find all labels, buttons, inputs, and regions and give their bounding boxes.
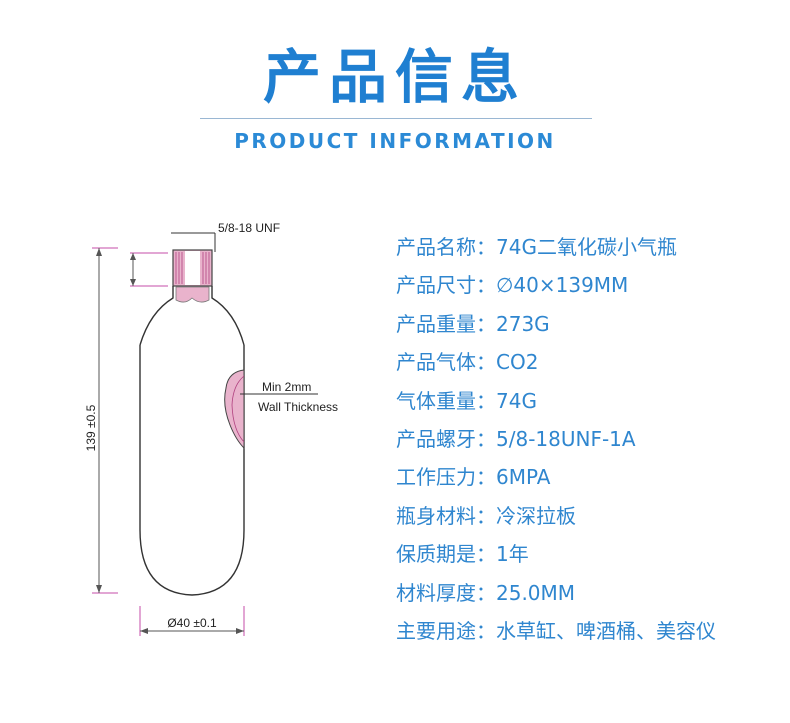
- spec-value: 1年: [496, 542, 529, 567]
- spec-label: 气体重量: [396, 388, 476, 413]
- spec-value: ∅40×139MM: [496, 273, 629, 298]
- wall-label-thickness: Wall Thickness: [258, 400, 338, 414]
- thread-label: 5/8-18 UNF: [218, 221, 280, 235]
- spec-value: 5/8-18UNF-1A: [496, 426, 636, 451]
- spec-row: 工作压力：6MPA: [396, 458, 716, 496]
- spec-row: 瓶身材料：冷深拉板: [396, 497, 716, 535]
- spec-label: 保质期是: [396, 542, 476, 567]
- spec-value: 冷深拉板: [496, 503, 576, 528]
- spec-value: 273G: [496, 311, 550, 336]
- spec-value: 74G: [496, 388, 537, 413]
- spec-row: 产品名称：74G二氧化碳小气瓶: [396, 228, 716, 266]
- spec-row: 气体重量：74G: [396, 382, 716, 420]
- spec-label: 产品螺牙: [396, 426, 476, 451]
- spec-label: 产品名称: [396, 235, 476, 259]
- cylinder-shoulder: [139, 286, 245, 346]
- spec-value: 25.0MM: [496, 580, 576, 605]
- spec-value: 74G二氧化碳小气瓶: [496, 235, 677, 259]
- spec-row: 材料厚度：25.0MM: [396, 574, 716, 612]
- spec-row: 产品尺寸：∅40×139MM: [396, 266, 716, 304]
- spec-separator: ：: [476, 618, 496, 643]
- spec-row: 产品重量：273G: [396, 305, 716, 343]
- spec-separator: ：: [476, 542, 496, 567]
- spec-value: 水草缸、啤酒桶、美容仪: [496, 618, 716, 643]
- page-title: 产品信息: [262, 43, 527, 111]
- diameter-dimension: Ø40 ±0.1: [167, 616, 217, 630]
- spec-separator: ：: [476, 388, 496, 413]
- spec-label: 产品尺寸: [396, 273, 476, 298]
- spec-separator: ：: [476, 465, 496, 490]
- spec-row: 产品气体：CO2: [396, 343, 716, 381]
- wall-label-min: Min 2mm: [262, 380, 311, 394]
- spec-separator: ：: [476, 273, 496, 298]
- spec-separator: ：: [476, 580, 496, 605]
- spec-label: 瓶身材料: [396, 503, 476, 528]
- page-subtitle: PRODUCT INFORMATION: [234, 129, 556, 153]
- spec-value: 6MPA: [496, 465, 551, 490]
- spec-label: 产品气体: [396, 350, 476, 375]
- spec-label: 工作压力: [396, 465, 476, 490]
- spec-separator: ：: [476, 311, 496, 336]
- spec-label: 产品重量: [396, 311, 476, 336]
- spec-row: 产品螺牙：5/8-18UNF-1A: [396, 420, 716, 458]
- height-dimension: 139 ±0.5: [84, 404, 98, 451]
- spec-row: 保质期是：1年: [396, 535, 716, 573]
- wall-section: [224, 369, 245, 450]
- spec-separator: ：: [476, 503, 496, 528]
- spec-separator: ：: [476, 350, 496, 375]
- spec-separator: ：: [476, 426, 496, 451]
- spec-separator: ：: [476, 235, 496, 259]
- spec-label: 材料厚度: [396, 580, 476, 605]
- spec-row: 主要用途：水草缸、啤酒桶、美容仪: [396, 612, 716, 650]
- spec-value: CO2: [496, 350, 539, 375]
- spec-label: 主要用途: [396, 618, 476, 643]
- cylinder-body: [139, 345, 245, 596]
- title-divider: [200, 118, 592, 119]
